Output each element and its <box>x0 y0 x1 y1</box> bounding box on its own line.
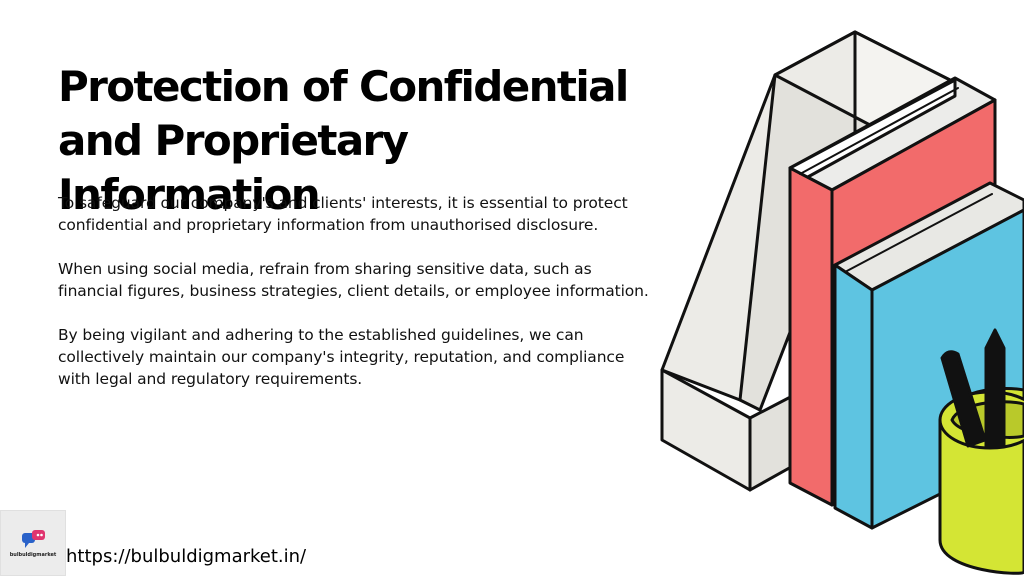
slide-title: Protection of Confidential and Proprieta… <box>58 62 629 219</box>
logo-text: bulbuldigmarket <box>9 552 57 558</box>
paragraph-2: When using social media, refrain from sh… <box>58 260 649 300</box>
paragraph-3: By being vigilant and adhering to the es… <box>58 326 625 388</box>
pencil-cup-icon <box>938 328 1024 575</box>
chat-bubbles-icon <box>22 530 45 548</box>
company-logo: bulbuldigmarket <box>0 510 66 576</box>
body-text: To safeguard our company's and clients' … <box>58 192 658 412</box>
paragraph-1: To safeguard our company's and clients' … <box>58 194 628 234</box>
website-link[interactable]: https://bulbuldigmarket.in/ <box>66 546 307 567</box>
